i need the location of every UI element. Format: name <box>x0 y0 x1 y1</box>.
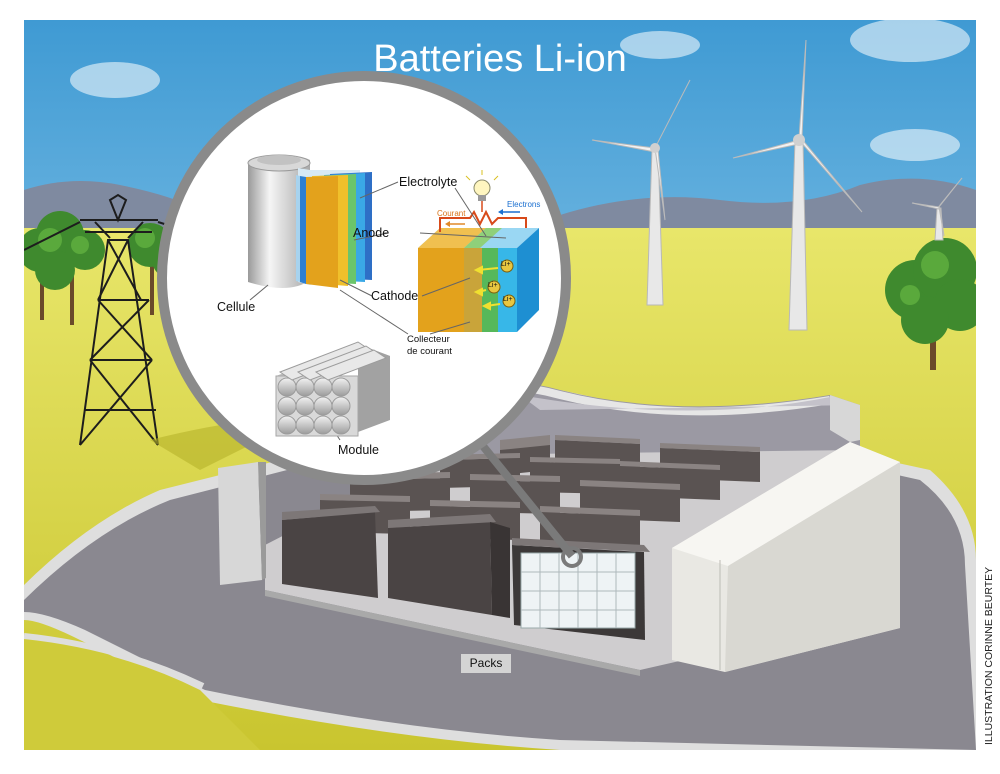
callout-lines <box>249 181 507 441</box>
cell-drawing <box>247 154 372 289</box>
detail-magnifier <box>157 71 571 485</box>
label-packs: Packs <box>461 654 511 673</box>
label-collecteur-1: Collecteur <box>407 334 450 345</box>
label-anode: Anode <box>353 226 390 240</box>
clouds <box>70 20 970 161</box>
lightbulb-icon <box>465 170 499 212</box>
label-cathode: Cathode <box>371 289 419 303</box>
zoom-target-ring <box>561 546 583 568</box>
label-ion-1: Li+ <box>501 261 511 268</box>
landscape <box>24 20 976 750</box>
label-cellule: Cellule <box>217 300 256 314</box>
label-module: Module <box>338 443 379 457</box>
external-circuit <box>439 170 527 232</box>
cell-internals-diagram <box>249 170 539 441</box>
label-ion-3: Li+ <box>503 296 513 303</box>
diagram-title: Batteries Li-ion <box>373 38 627 80</box>
label-ion-2: Li+ <box>488 282 498 289</box>
illustration-credit: ILLUSTRATION CORINNE BEURTEY <box>983 566 995 745</box>
lithium-ions <box>487 259 516 308</box>
wind-turbine-2 <box>732 39 863 331</box>
label-electrons: Electrons <box>507 200 541 209</box>
tree-right <box>885 238 976 370</box>
label-collecteur-2: de courant <box>407 346 452 357</box>
label-courant: Courant <box>437 209 466 218</box>
zoom-connector <box>466 427 576 559</box>
cathode-block <box>418 248 464 332</box>
wind-turbine-3 <box>911 177 963 241</box>
module-drawing <box>275 341 390 437</box>
label-electrolyte: Electrolyte <box>399 175 458 189</box>
wind-turbine-1 <box>591 79 691 306</box>
